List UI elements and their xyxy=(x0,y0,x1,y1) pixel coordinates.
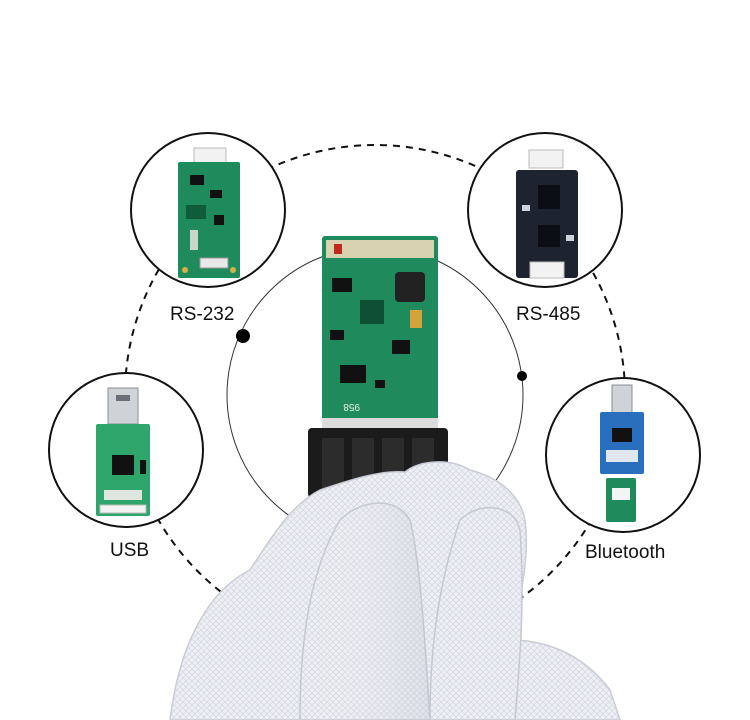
ring-dot-right xyxy=(517,371,527,381)
rs485-module-icon xyxy=(467,132,623,288)
bluetooth-module-icon xyxy=(545,377,701,533)
usb-module-icon xyxy=(48,372,204,528)
gloved-hand xyxy=(169,461,621,720)
rs232-label: RS-232 xyxy=(170,304,235,325)
rs485-label: RS-485 xyxy=(516,304,581,325)
rs232-module-icon xyxy=(130,132,286,288)
ring-dot-left xyxy=(236,329,250,343)
usb-label: USB xyxy=(110,540,150,561)
main-sensor-board: 958 xyxy=(322,236,438,428)
board-marking: 958 xyxy=(343,401,360,412)
bluetooth-label: Bluetooth xyxy=(585,542,666,563)
